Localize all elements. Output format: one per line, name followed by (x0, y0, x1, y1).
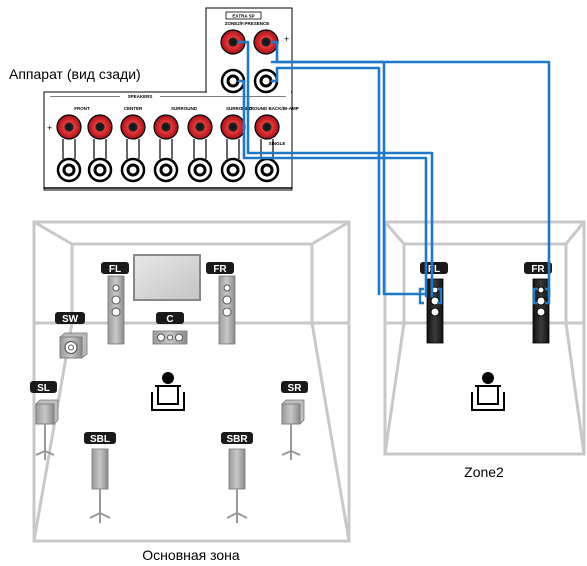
zone2-fr-label: FR (531, 264, 545, 275)
main-fl-badge (101, 262, 129, 274)
zone2-connectors (418, 287, 551, 305)
red-terminal-row (56, 114, 280, 140)
main-sw-speaker: SW (55, 312, 88, 359)
zone2-fr-badge (524, 262, 552, 274)
main-fr-speaker: FR (206, 262, 236, 345)
main-sbl-label: SBL (90, 434, 110, 445)
svg-text:+: + (47, 123, 52, 133)
zone-presence-label: ZONE2/F.PRESENCE (225, 21, 270, 26)
receiver-caption: Аппарат (вид сзади) (9, 66, 141, 82)
main-fl-label: FL (109, 264, 121, 275)
main-sr-speaker: SR (281, 381, 308, 460)
main-sbl-badge (84, 432, 116, 444)
zone2-fr-speaker: FR (524, 262, 552, 344)
zone2-caption: Zone2 (464, 464, 504, 480)
main-sbl-speaker: SBL (84, 432, 116, 523)
zone2-terminals (220, 29, 279, 94)
main-sl-badge (30, 381, 57, 393)
surround-2-label: SURROUND (226, 106, 253, 111)
main-fl-speaker: FL (101, 262, 129, 345)
main-sr-label: SR (288, 383, 303, 394)
main-sbr-badge (221, 432, 253, 444)
svg-text:+: + (284, 34, 289, 44)
extra-sp-label: EXTRA SP (232, 14, 254, 19)
main-sr-badge (281, 381, 308, 393)
main-c-badge (156, 312, 184, 324)
main-sl-label: SL (37, 383, 50, 394)
main-sw-label: SW (62, 314, 79, 325)
main-sw-badge (55, 312, 85, 324)
main-c-label: C (166, 314, 173, 325)
main-fr-label: FR (213, 264, 227, 275)
front-label: FRONT (74, 106, 90, 111)
main-sbr-speaker: SBR (221, 432, 253, 523)
zone2-listener-icon (471, 372, 505, 411)
main-listener-icon (151, 372, 185, 411)
sb-biamp-label: SURROUND BACK/BI-AMP (241, 106, 299, 111)
speakers-label: SPEAKERS (128, 94, 153, 99)
zone2-room (383, 220, 586, 456)
main-zone-caption: Основная зона (142, 547, 240, 563)
center-label: CENTER (124, 106, 143, 111)
main-sl-speaker: SL (30, 381, 59, 460)
main-c-speaker: C (152, 312, 188, 345)
surround-label: SURROUND (171, 106, 198, 111)
main-fr-badge (206, 262, 234, 274)
single-label: SINGLE (269, 141, 286, 146)
black-terminal-row (56, 139, 280, 183)
main-sbr-label: SBR (226, 434, 248, 445)
zone2-fl-label: FL (428, 264, 440, 275)
zone2-cables (237, 40, 551, 298)
tv (133, 254, 201, 301)
